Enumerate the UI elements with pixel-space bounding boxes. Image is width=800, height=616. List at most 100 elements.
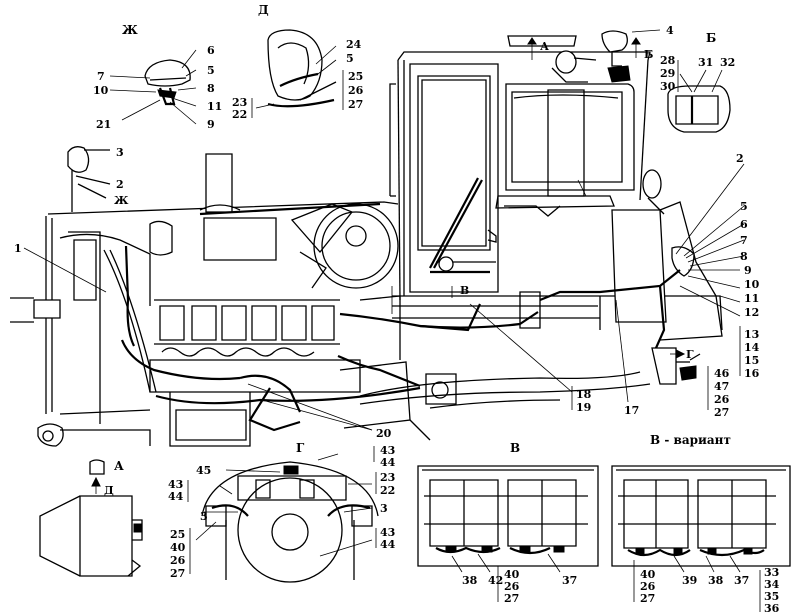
callout-main-6: 6 [740,218,748,231]
view-b-detail: Б 28 29 30 31 32 [660,31,735,133]
view-v-variant-title: В - вариант [650,433,731,447]
callout-main-8: 8 [740,250,748,263]
view-a-detail: А Д [39,459,143,577]
callout-g-40: 40 [170,541,186,554]
arrow-a-label: А [540,40,549,53]
callout-rear-46: 46 [714,367,730,380]
callout-vv-35: 35 [764,590,779,603]
zh-mark-label: Ж [114,194,129,207]
view-v-title: В [510,441,520,455]
callout-d-26: 26 [348,84,364,97]
callout-main-7: 7 [740,234,748,247]
g-mark-label: Г [686,348,694,361]
callout-rear-27: 27 [714,406,729,419]
callout-g-3-left: 3 [200,510,208,523]
callout-g-44c: 44 [380,538,396,551]
callout-vv-39: 39 [682,574,697,587]
callout-b-29: 29 [660,67,675,80]
callout-top-4: 4 [666,24,674,37]
callout-b-30: 30 [660,80,676,93]
callout-main-20: 20 [376,427,392,440]
view-zh-title: Ж [122,23,138,37]
d-mark-label: Д [104,484,114,497]
view-g-title: Г [296,441,305,455]
callout-main-17: 17 [624,404,639,417]
callout-main-16: 16 [744,367,760,380]
callout-v-42: 42 [488,574,503,587]
callout-vv-33: 33 [764,566,779,579]
callout-zh-5: 5 [207,64,215,77]
callout-g-23: 23 [380,471,395,484]
engine-cylinders [154,299,340,357]
callout-g-43c: 43 [380,526,395,539]
callout-g-44b: 44 [168,490,184,503]
callout-main-14: 14 [744,341,760,354]
callout-d-27: 27 [348,98,363,111]
tractor-body [10,153,723,447]
callout-vv-38: 38 [708,574,724,587]
callout-zh-21: 21 [96,118,111,131]
callout-vv-37: 37 [734,574,749,587]
callout-main-19: 19 [576,401,591,414]
callout-v-37: 37 [562,574,577,587]
callout-g-3-right: 3 [380,502,388,515]
callout-vv-40: 40 [640,568,656,581]
callout-v-38: 38 [462,574,478,587]
callout-vv-36: 36 [764,602,780,615]
callout-d-23: 23 [232,96,247,109]
callout-b-32: 32 [720,56,735,69]
callout-vv-34: 34 [764,578,780,591]
callout-g-27: 27 [170,567,185,580]
callout-main-10: 10 [744,278,760,291]
callout-zh-7: 7 [97,70,105,83]
callout-g-25: 25 [170,528,185,541]
callout-main-5: 5 [740,200,748,213]
callout-main-12: 12 [744,306,759,319]
callout-b-31: 31 [698,56,713,69]
main-callouts: 1 В 18 19 17 20 2 5 6 7 8 9 10 11 12 [14,152,760,440]
callout-lamp-3: 3 [116,146,124,159]
arrow-b-label: Б [644,48,653,61]
callout-lamp-2: 2 [116,178,124,191]
view-g-detail: Г 43 44 45 43 44 23 22 3 3 25 40 26 [168,441,396,583]
callout-rear-26: 26 [714,393,730,406]
left-lamp: 3 2 Ж [67,146,129,212]
callout-g-43a: 43 [380,444,395,457]
callout-main-1: 1 [14,242,22,255]
callout-zh-6: 6 [207,44,215,57]
callout-main-13: 13 [744,328,759,341]
callout-zh-9: 9 [207,118,215,131]
callout-vv-26: 26 [640,580,656,593]
callout-zh-10: 10 [93,84,109,97]
callout-g-45: 45 [196,464,211,477]
view-b-title: Б [706,31,716,45]
callout-g-26: 26 [170,554,186,567]
top-lamp-4: 4 Б А [527,24,674,83]
callout-d-25: 25 [348,70,363,83]
wire-harness [120,202,681,432]
callout-v-27: 27 [504,592,519,605]
callout-d-24: 24 [346,38,362,51]
view-a-title: А [114,459,124,473]
callout-g-22: 22 [380,484,395,497]
callout-vv-27: 27 [640,592,655,605]
callout-d-5: 5 [346,52,354,65]
cab-assembly [389,35,651,301]
callout-v-40: 40 [504,568,520,581]
callout-main-11: 11 [744,292,759,305]
callout-g-43b: 43 [168,478,183,491]
v-mark-label: В [460,284,469,297]
callout-main-2: 2 [736,152,744,165]
callout-d-22: 22 [232,108,247,121]
callout-b-28: 28 [660,54,676,67]
callout-rear-47: 47 [714,380,729,393]
callout-v-26: 26 [504,580,520,593]
view-v-detail: В 38 42 40 26 27 37 [417,441,599,605]
view-zh-detail: Ж 7 10 21 6 5 8 11 9 [93,23,222,131]
callout-zh-11: 11 [207,100,222,113]
view-v-variant-detail: В - вариант 40 26 27 39 38 37 33 34 35 3… [611,433,791,615]
view-d-title: Д [258,3,269,17]
callout-g-44a: 44 [380,456,396,469]
view-d-detail: Д 24 5 25 26 27 23 22 [232,3,364,121]
